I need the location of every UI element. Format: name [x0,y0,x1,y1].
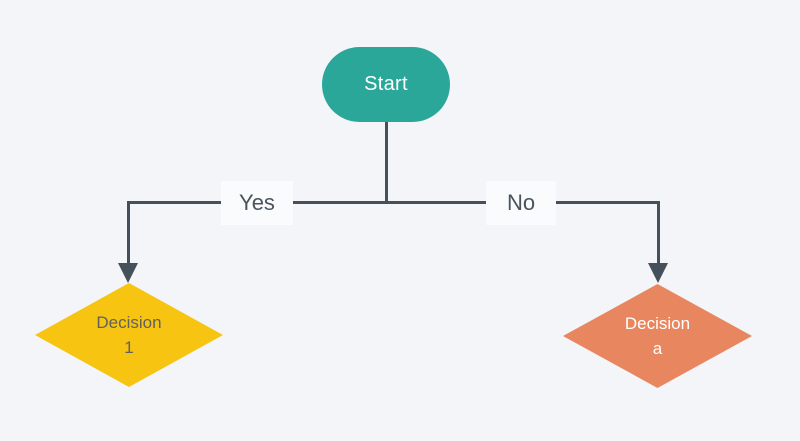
arrowhead-down-icon [648,263,668,283]
node-decision-a[interactable]: Decision a [563,284,752,388]
connector-no-drop [657,201,660,264]
node-decision-a-label-line2: a [652,339,663,358]
connector-yes-drop [127,201,130,264]
node-start[interactable]: Start [322,47,450,122]
connector-branch-horizontal [127,201,660,204]
arrowhead-down-icon [118,263,138,283]
connector-start-down [385,121,388,203]
node-decision-1-label-line1: Decision [96,313,162,332]
node-decision-1-label-line2: 1 [124,338,134,357]
node-decision-1[interactable]: Decision 1 [35,283,223,387]
edge-label-no[interactable]: No [486,181,556,225]
node-decision-a-label-line1: Decision [624,314,691,333]
edge-label-yes[interactable]: Yes [221,181,293,225]
